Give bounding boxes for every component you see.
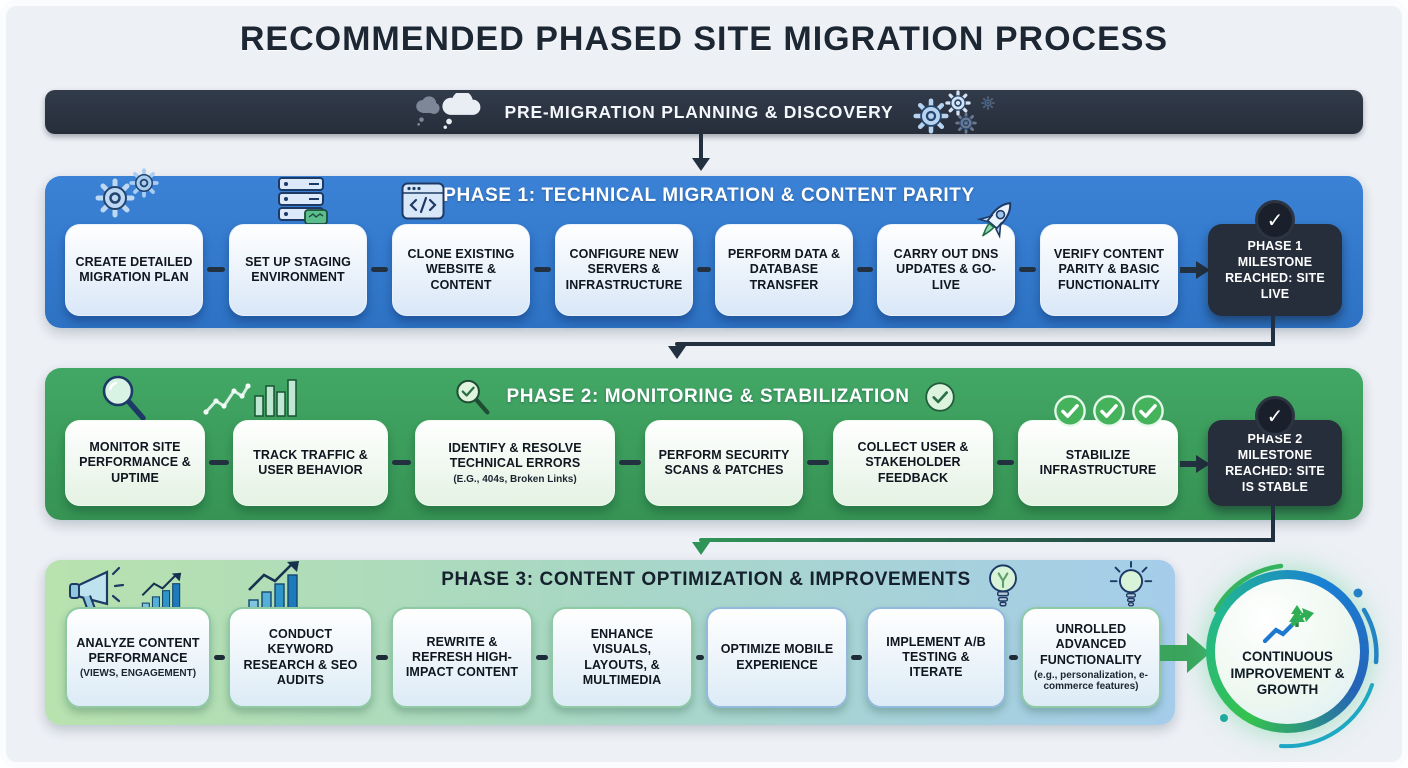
step-connector: [857, 267, 873, 272]
step-label: CARRY OUT DNS UPDATES & GO-LIVE: [893, 247, 999, 292]
step-box: CONDUCT KEYWORD RESEARCH & SEO AUDITS: [228, 607, 373, 708]
step-box: PERFORM SECURITY SCANS & PATCHES: [645, 420, 803, 506]
step-box: IMPLEMENT A/B TESTING & ITERATE: [866, 607, 1006, 708]
step-connector: [997, 460, 1014, 465]
step-connector: [851, 655, 862, 660]
step-label: ANALYZE CONTENT PERFORMANCE: [76, 635, 200, 665]
step-connector: [371, 267, 388, 272]
step-label: ENHANCE VISUALS, LAYOUTS, & MULTIMEDIA: [582, 627, 662, 687]
milestone-check-icon: ✓: [1255, 200, 1295, 240]
step-box: CLONE EXISTING WEBSITE & CONTENT: [392, 224, 530, 316]
step-connector: [214, 655, 225, 660]
step-label: IDENTIFY & RESOLVE TECHNICAL ERRORS: [448, 441, 582, 471]
step-box: CARRY OUT DNS UPDATES & GO-LIVE: [877, 224, 1015, 316]
step-box: CONFIGURE NEW SERVERS & INFRASTRUCTURE: [555, 224, 693, 316]
step-note: (E.G., 404s, Broken Links): [453, 473, 577, 485]
arrow-down-icon: [692, 542, 710, 555]
continuous-improvement-circle: CONTINUOUS IMPROVEMENT & GROWTH: [1206, 570, 1369, 733]
step-label: UNROLLED ADVANCED FUNCTIONALITY: [1040, 622, 1142, 667]
milestone-label: PHASE 1 MILESTONE REACHED: SITE LIVE: [1225, 238, 1325, 302]
step-label: PERFORM SECURITY SCANS & PATCHES: [658, 447, 790, 477]
step-label: CONFIGURE NEW SERVERS & INFRASTRUCTURE: [565, 247, 683, 292]
phase-1-title: PHASE 1: TECHNICAL MIGRATION & CONTENT P…: [443, 185, 975, 206]
step-box: STABILIZE INFRASTRUCTURE: [1018, 420, 1178, 506]
page-title: RECOMMENDED PHASED SITE MIGRATION PROCES…: [239, 20, 1169, 58]
step-box: MONITOR SITE PERFORMANCE & UPTIME: [65, 420, 205, 506]
step-label: REWRITE & REFRESH HIGH-IMPACT CONTENT: [405, 634, 519, 680]
pre-migration-label: PRE-MIGRATION PLANNING & DISCOVERY: [504, 101, 894, 122]
step-box: ENHANCE VISUALS, LAYOUTS, & MULTIMEDIA: [551, 607, 693, 708]
phase-2-band: PHASE 2: MONITORING & STABILIZATION MONI…: [45, 368, 1363, 520]
connector-line: [699, 538, 1275, 542]
step-box: ANALYZE CONTENT PERFORMANCE (VIEWS, ENGAG…: [65, 607, 211, 708]
step-connector: [1019, 267, 1036, 272]
step-box: COLLECT USER & STAKEHOLDER FEEDBACK: [833, 420, 993, 506]
step-label: VERIFY CONTENT PARITY & BASIC FUNCTIONAL…: [1053, 247, 1165, 292]
step-box: CREATE DETAILED MIGRATION PLAN: [65, 224, 203, 316]
step-connector: [534, 267, 551, 272]
arrow-right-icon: [1180, 452, 1210, 476]
step-label: CREATE DETAILED MIGRATION PLAN: [75, 254, 193, 284]
final-label: CONTINUOUS IMPROVEMENT & GROWTH: [1230, 648, 1345, 698]
step-note: (e.g., personalization, e-commerce featu…: [1034, 669, 1148, 693]
milestone-check-icon: ✓: [1255, 396, 1295, 436]
step-label: PERFORM DATA & DATABASE TRANSFER: [727, 247, 841, 292]
connector-line: [1271, 504, 1275, 542]
step-connector: [376, 655, 388, 660]
arrow-down-icon: [692, 158, 710, 171]
step-connector: [696, 655, 704, 660]
step-label: CLONE EXISTING WEBSITE & CONTENT: [407, 247, 515, 292]
step-box: SET UP STAGING ENVIRONMENT: [229, 224, 367, 316]
continuous-improvement-inner: CONTINUOUS IMPROVEMENT & GROWTH: [1215, 579, 1360, 724]
step-label: OPTIMIZE MOBILE EXPERIENCE: [720, 642, 834, 672]
step-label: CONDUCT KEYWORD RESEARCH & SEO AUDITS: [243, 627, 358, 687]
step-box: REWRITE & REFRESH HIGH-IMPACT CONTENT: [391, 607, 533, 708]
growth-arrow-tree-icon: [1262, 604, 1314, 646]
connector-line: [699, 134, 703, 158]
phase-3-band: PHASE 3: CONTENT OPTIMIZATION & IMPROVEM…: [45, 560, 1175, 725]
phase-2-title-text: PHASE 2: MONITORING & STABILIZATION: [506, 386, 910, 407]
step-connector: [1009, 655, 1018, 660]
step-label: SET UP STAGING ENVIRONMENT: [245, 254, 351, 284]
milestone-label: PHASE 2 MILESTONE REACHED: SITE IS STABL…: [1225, 431, 1325, 495]
step-box: VERIFY CONTENT PARITY & BASIC FUNCTIONAL…: [1040, 224, 1178, 316]
step-connector: [619, 460, 641, 465]
thought-clouds-icon: [413, 93, 487, 131]
step-label: IMPLEMENT A/B TESTING & ITERATE: [886, 634, 986, 680]
phase-3-title: PHASE 3: CONTENT OPTIMIZATION & IMPROVEM…: [441, 569, 971, 590]
magnifier-check-icon: [452, 377, 492, 417]
step-label: MONITOR SITE PERFORMANCE & UPTIME: [79, 440, 191, 485]
step-connector: [807, 460, 829, 465]
step-connector: [697, 267, 711, 272]
step-box: PERFORM DATA & DATABASE TRANSFER: [715, 224, 853, 316]
step-connector: [207, 267, 225, 272]
step-label: STABILIZE INFRASTRUCTURE: [1039, 447, 1157, 477]
phase-1-band: PHASE 1: TECHNICAL MIGRATION & CONTENT P…: [45, 176, 1363, 328]
step-box: IDENTIFY & RESOLVE TECHNICAL ERRORS (E.G.…: [415, 420, 615, 506]
step-label: COLLECT USER & STAKEHOLDER FEEDBACK: [857, 440, 969, 485]
step-connector: [209, 460, 229, 465]
phase-2-title: PHASE 2: MONITORING & STABILIZATION: [45, 377, 1363, 417]
step-note: (VIEWS, ENGAGEMENT): [79, 668, 197, 679]
arrow-down-icon: [668, 346, 686, 359]
step-connector: [392, 460, 411, 465]
step-box: UNROLLED ADVANCED FUNCTIONALITY(e.g., pe…: [1021, 607, 1161, 708]
connector-line: [675, 342, 1275, 346]
step-label: TRACK TRAFFIC & USER BEHAVIOR: [253, 447, 368, 477]
step-box: OPTIMIZE MOBILE EXPERIENCE: [706, 607, 848, 708]
arrow-right-icon: [1180, 258, 1210, 282]
step-box: TRACK TRAFFIC & USER BEHAVIOR: [233, 420, 388, 506]
step-connector: [536, 655, 548, 660]
gear-cluster-icon: [911, 90, 995, 134]
pre-migration-bar: PRE-MIGRATION PLANNING & DISCOVERY: [45, 90, 1363, 134]
connector-line: [1271, 314, 1275, 346]
check-circle-icon: [924, 381, 956, 413]
